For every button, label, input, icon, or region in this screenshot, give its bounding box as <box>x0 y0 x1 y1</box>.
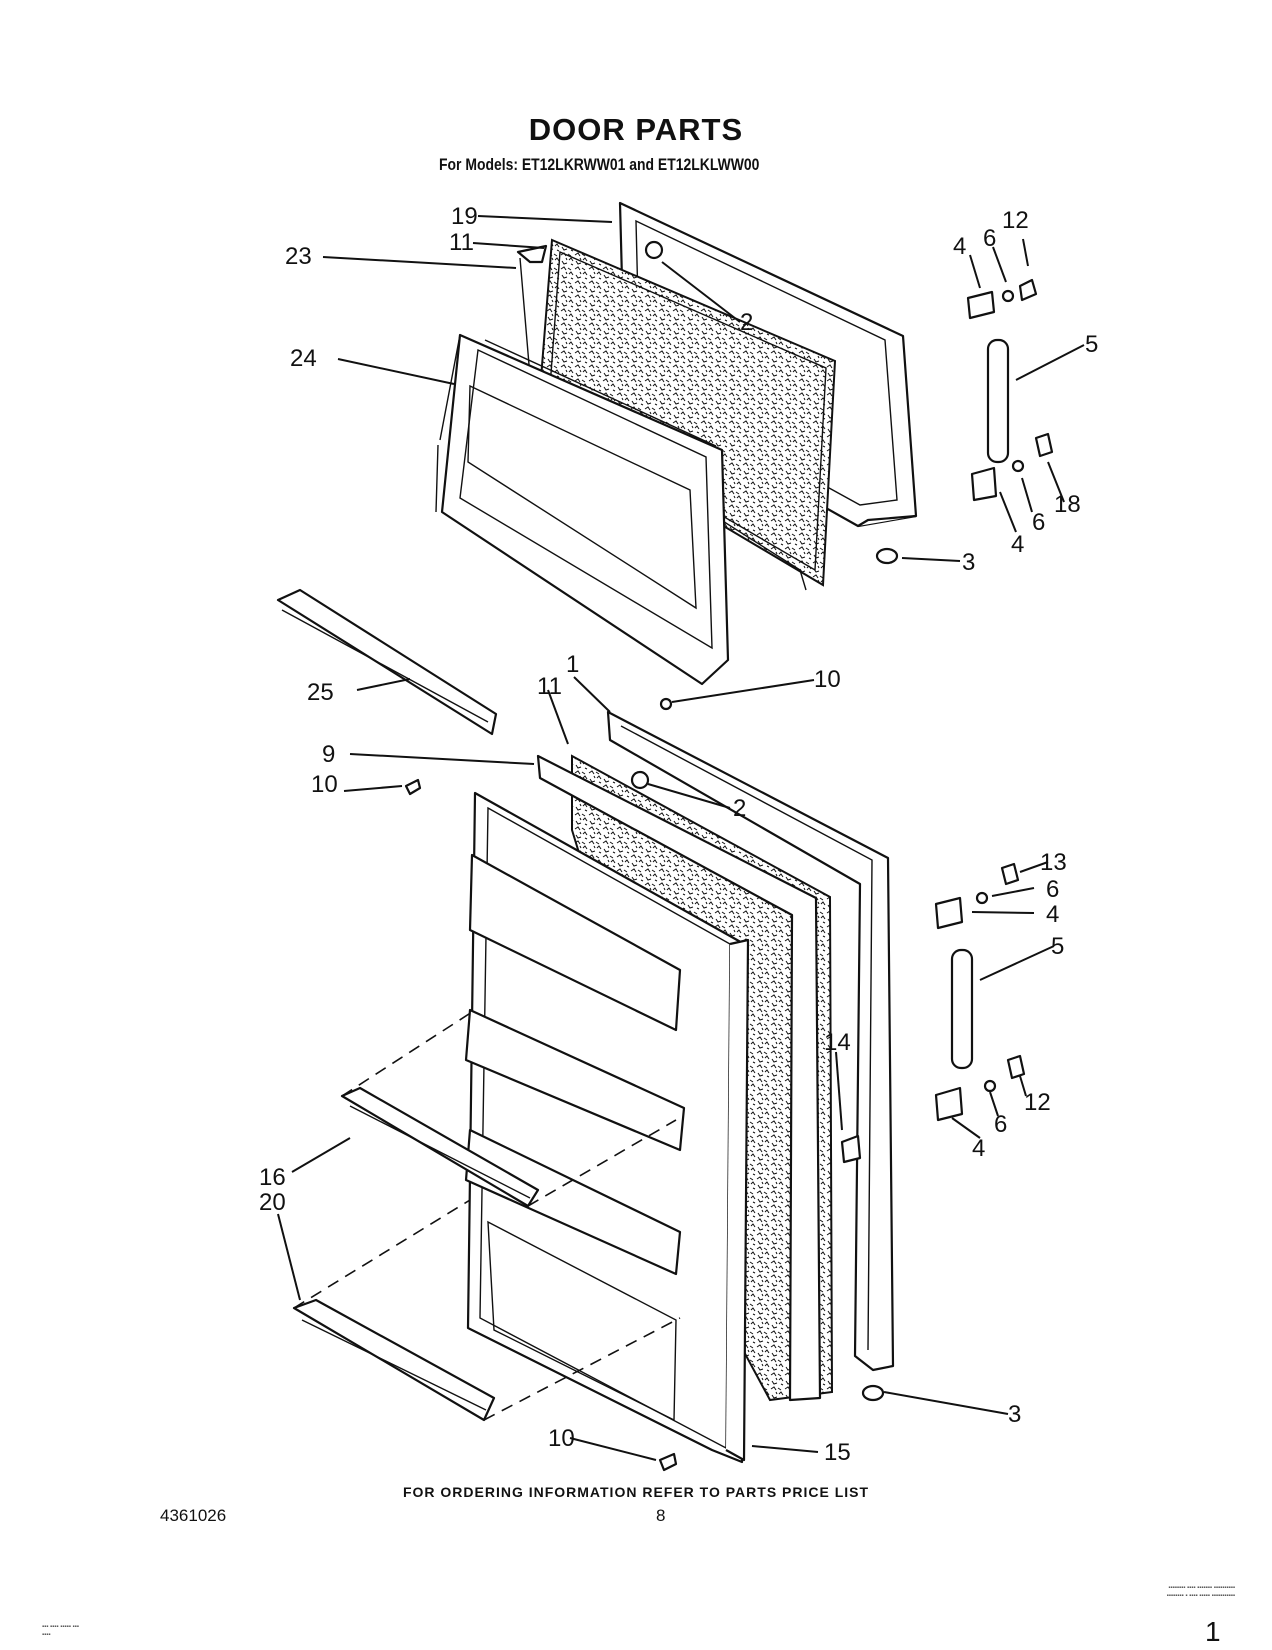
callout-2: 2 <box>733 795 746 822</box>
door-shelf-bar <box>292 1298 496 1422</box>
callout-4: 4 <box>1046 901 1059 928</box>
fresh-food-door-gasket <box>536 754 822 1402</box>
callout-6: 6 <box>983 225 996 252</box>
callout-12: 12 <box>1002 207 1029 234</box>
freezer-shelf-retainer-bar <box>276 588 498 736</box>
page-number: 8 <box>656 1506 666 1525</box>
callout-19: 19 <box>451 203 478 230</box>
callout-4: 4 <box>1011 531 1024 558</box>
small-print-left: ▪▪▪ ▪▪▪▪ ▪▪▪▪▪ ▪▪▪▪▪▪▪ <box>42 1624 79 1638</box>
callout-9: 9 <box>322 741 335 768</box>
fresh-food-outer-door-panel <box>606 710 895 1372</box>
callout-11: 11 <box>449 229 474 256</box>
shelf-dashed-guides <box>293 1011 681 1421</box>
callout-5: 5 <box>1051 933 1064 960</box>
callout-25: 25 <box>307 679 334 706</box>
callout-6: 6 <box>1032 509 1045 536</box>
document-part-number: 4361026 <box>160 1506 227 1525</box>
callout-2: 2 <box>740 309 753 336</box>
callout-11: 11 <box>537 673 562 700</box>
callout-3: 3 <box>962 549 975 576</box>
fresh-food-inner-door-liner <box>464 791 750 1464</box>
callout-14: 14 <box>824 1029 851 1056</box>
callout-20: 20 <box>259 1189 286 1216</box>
callout-10: 10 <box>814 666 841 693</box>
callout-13: 13 <box>1040 849 1067 876</box>
corner-mark: 1 <box>1205 1616 1221 1647</box>
freezer-inner-door-liner <box>435 333 730 686</box>
dairy-door-shelf <box>340 1086 540 1208</box>
callout-4: 4 <box>972 1135 985 1162</box>
callout-15: 15 <box>824 1439 851 1466</box>
fresh-food-hinge-hardware <box>404 770 1026 1472</box>
freezer-foam-liner <box>536 238 837 587</box>
callout-5: 5 <box>1085 331 1098 358</box>
callout-4: 4 <box>953 233 966 260</box>
callout-18: 18 <box>1054 491 1081 518</box>
callout-leader-lines <box>277 215 1085 1461</box>
callout-10: 10 <box>311 771 338 798</box>
callout-16: 16 <box>259 1164 286 1191</box>
page-title: DOOR PARTS <box>528 112 744 147</box>
callout-6: 6 <box>1046 876 1059 903</box>
callout-1: 1 <box>566 651 579 678</box>
callout-24: 24 <box>290 345 317 372</box>
small-print-copyright: ▪▪▪▪▪▪▪▪ ▪▪▪▪ ▪▪▪▪▪▪▪ ▪▪▪▪▪▪▪▪▪▪▪▪▪▪▪▪▪▪… <box>1166 1585 1235 1599</box>
callout-10: 10 <box>548 1425 575 1452</box>
callout-labels: 19 11 23 24 2 12 6 4 5 18 6 4 3 25 1 10 … <box>259 203 1098 1466</box>
callout-3: 3 <box>1008 1401 1021 1428</box>
freezer-hinge-hardware <box>644 240 1054 711</box>
callout-6: 6 <box>994 1111 1007 1138</box>
callout-12: 12 <box>1024 1089 1051 1116</box>
callout-23: 23 <box>285 243 312 270</box>
ordering-note: FOR ORDERING INFORMATION REFER TO PARTS … <box>402 1484 870 1500</box>
models-subtitle: For Models: ET12LKRWW01 and ET12LKLWW00 <box>439 155 760 174</box>
